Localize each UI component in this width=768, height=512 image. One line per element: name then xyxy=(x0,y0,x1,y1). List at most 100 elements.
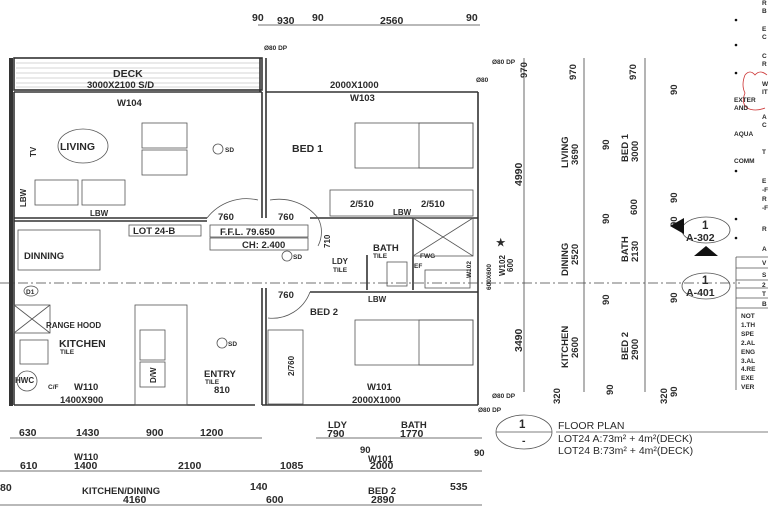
note-text: A xyxy=(762,114,767,121)
room-living: LIVING xyxy=(60,141,95,153)
note-text: E xyxy=(762,178,767,185)
downpipe-label: Ø80 DP xyxy=(492,59,516,66)
furniture xyxy=(13,122,474,406)
section-callout-a401[interactable]: 1 A-401 xyxy=(681,246,731,300)
dimension: 90 xyxy=(474,448,485,459)
note-text: 2.AL xyxy=(741,340,755,347)
note-text: C xyxy=(762,53,767,60)
note-text: 3.AL xyxy=(741,358,755,365)
ceiling-height: CH: 2.400 xyxy=(242,240,285,251)
note-text: ENG xyxy=(741,349,755,356)
dimension-label: BATH xyxy=(620,236,631,262)
door-width: 710 xyxy=(323,234,332,248)
dimension-label: KITCHEN/DINING xyxy=(82,486,160,497)
dimension: 1400 xyxy=(74,460,98,472)
smoke-detector-label: SD xyxy=(228,341,237,348)
dimension: 90 xyxy=(360,445,371,456)
window-w103-size: 2000X1000 xyxy=(330,80,379,91)
downpipe-label: Ø80 DP xyxy=(264,45,288,52)
dimension: 600 xyxy=(266,494,284,506)
callout-sheet[interactable]: A-401 xyxy=(686,287,715,299)
door-width: 760 xyxy=(218,212,234,223)
room-dining: DINNING xyxy=(24,251,64,262)
dimension-label: DINING xyxy=(560,243,571,276)
dimension: 80 xyxy=(0,482,12,494)
area-lot-b: LOT24 B:73m² + 4m²(DECK) xyxy=(558,445,693,457)
floor-finish: TILE xyxy=(60,349,75,356)
drawing-title-text: FLOOR PLAN xyxy=(558,420,625,432)
dimension-label: LIVING xyxy=(560,136,571,168)
note-text: A xyxy=(762,246,767,253)
lbw-label: LBW xyxy=(393,208,412,217)
dimension: 630 xyxy=(19,427,37,439)
note-text: E xyxy=(762,26,767,33)
drawing-scale: - xyxy=(522,435,526,447)
dimension: 4990 xyxy=(513,162,525,186)
note-text: R xyxy=(762,0,767,7)
general-notes: R B E C C R W IT EXTER AND A C AQUA T CO… xyxy=(734,0,768,391)
top-dimensions: 90 930 90 2560 90 xyxy=(252,12,480,27)
note-text: VER xyxy=(741,384,755,391)
revision-cloud xyxy=(742,71,768,111)
dimension: 600 xyxy=(506,258,515,272)
room-bed-1: BED 1 xyxy=(292,143,323,155)
dimension: 1430 xyxy=(76,427,100,439)
dimension: 140 xyxy=(250,481,268,493)
dimension: 90 xyxy=(669,192,680,203)
dimension: 970 xyxy=(568,64,579,80)
room-labels: DECK 3000X2100 S/D W104 2000X1000 W103 L… xyxy=(15,45,502,414)
dimension: 1200 xyxy=(200,427,224,439)
tv-label: TV xyxy=(29,146,38,157)
dimension: 90 xyxy=(601,139,612,150)
deck-boards xyxy=(16,62,260,88)
dimension-label: BED 1 xyxy=(620,133,631,162)
note-text: T xyxy=(762,149,766,156)
note-text: SPE xyxy=(741,331,755,338)
table-cell: S xyxy=(762,272,767,279)
dimension: 2890 xyxy=(371,494,395,506)
room-bed-2: BED 2 xyxy=(310,307,338,318)
callout-sheet[interactable]: A-302 xyxy=(686,232,715,244)
dimension-label: BED 2 xyxy=(368,486,396,497)
note-text: -F xyxy=(762,187,768,194)
note-text: IT xyxy=(762,89,768,96)
downpipe-label: Ø80 DP xyxy=(478,407,502,414)
window-w110: W110 xyxy=(74,382,98,393)
note-text: C xyxy=(762,34,767,41)
dimension: 3490 xyxy=(513,328,525,352)
dimension: 90 xyxy=(605,384,616,395)
dimension-label: BATH xyxy=(401,420,427,431)
dimension: 2000 xyxy=(370,460,394,472)
dimension: 90 xyxy=(601,213,612,224)
lot-label: LOT 24-B xyxy=(133,226,175,237)
note-text: EXE xyxy=(741,375,755,382)
dimension: 90 xyxy=(312,12,324,24)
dimension: 2900 xyxy=(630,339,641,360)
drawing-number: 1 xyxy=(519,419,526,431)
note-text: 4.RE xyxy=(741,366,756,373)
dimension: 2130 xyxy=(630,241,641,262)
area-lot-a: LOT24 A:73m² + 4m²(DECK) xyxy=(558,433,693,445)
section-callout-a302[interactable]: 1 A-302 xyxy=(670,216,731,244)
dimension-label: KITCHEN xyxy=(560,326,571,368)
deck-label: DECK xyxy=(113,68,143,80)
cf-label: C/F xyxy=(48,384,59,391)
drawing-title: 1 - FLOOR PLAN LOT24 A:73m² + 4m²(DECK) … xyxy=(495,414,768,457)
room-laundry: LDY xyxy=(332,257,349,266)
note-text: 1.TH xyxy=(741,322,755,329)
dimension-label: W110 xyxy=(74,452,98,463)
dimension: 2100 xyxy=(178,460,202,472)
dimension: 320 xyxy=(552,388,563,404)
right-dimensions: 970 4990 W102 600 600X600 3490 Ø80 DP Ø8… xyxy=(486,58,680,404)
floor-finish: TILE xyxy=(205,379,220,386)
note-text: R xyxy=(762,196,767,203)
dimension: 90 xyxy=(466,12,478,24)
dimension-label: LDY xyxy=(328,420,348,431)
dimension: 1770 xyxy=(400,428,424,440)
window-w103: W103 xyxy=(350,93,375,104)
door-tag: D1 xyxy=(26,289,35,296)
exhaust-fan: EF xyxy=(414,263,422,270)
lbw-label: LBW xyxy=(90,209,109,218)
